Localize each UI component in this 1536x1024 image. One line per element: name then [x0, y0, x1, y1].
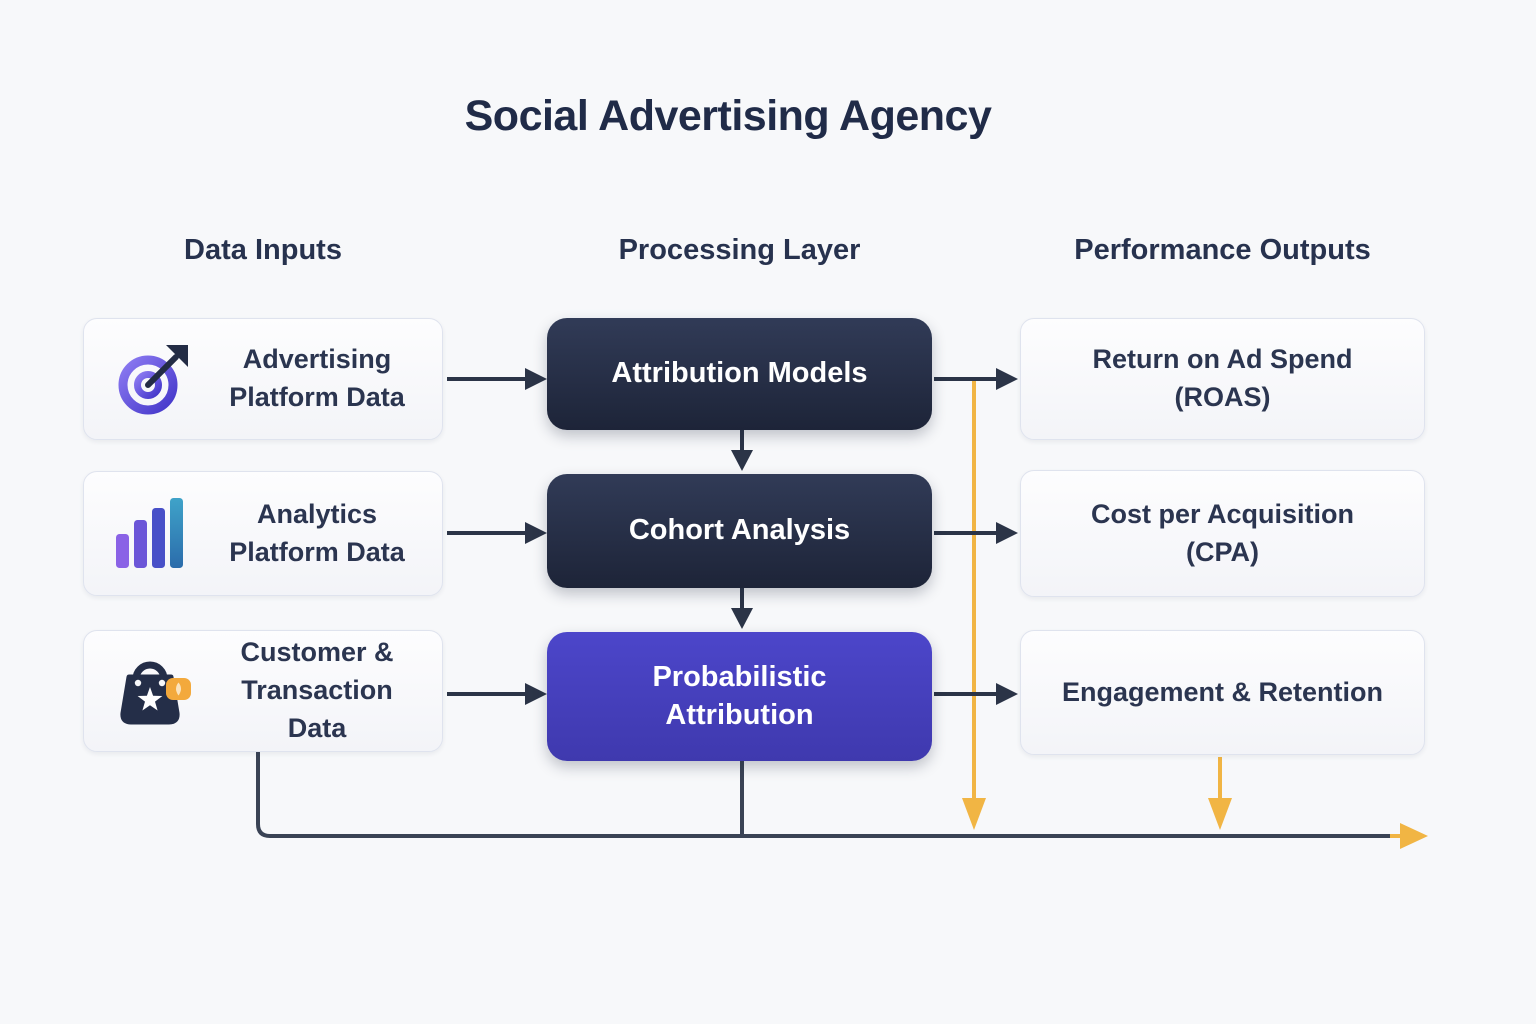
- arrow-advertising-to-attribution: [447, 368, 547, 390]
- feedback-loop-line: [256, 752, 1390, 838]
- node-attribution-models[interactable]: Attribution Models: [547, 318, 932, 430]
- node-label: Return on Ad Spend (ROAS): [1092, 344, 1353, 412]
- node-label: Advertising Platform Data: [229, 344, 405, 412]
- column-header-performance-outputs: Performance Outputs: [1074, 234, 1371, 266]
- column-header-data-inputs: Data Inputs: [184, 234, 342, 266]
- target-icon: [112, 339, 192, 419]
- bar-chart-icon: [112, 494, 192, 574]
- node-advertising-platform-data[interactable]: Advertising Platform Data: [83, 318, 443, 440]
- arrow-cohort-to-probabilistic: [731, 588, 753, 629]
- node-cohort-analysis[interactable]: Cohort Analysis: [547, 474, 932, 588]
- arrow-cohort-to-cpa: [934, 522, 1018, 544]
- node-label: Probabilistic Attribution: [652, 660, 827, 731]
- arrow-attribution-to-cohort: [731, 430, 753, 471]
- yellow-arrowhead-feedback-end: [1388, 823, 1428, 849]
- arrow-customer-to-probabilistic: [447, 683, 547, 705]
- node-label: Attribution Models: [611, 357, 868, 390]
- node-probabilistic-attribution[interactable]: Probabilistic Attribution: [547, 632, 932, 761]
- yellow-drop-line-from-attribution-row: [962, 379, 986, 830]
- shopping-bag-icon: [112, 651, 192, 731]
- arrow-probabilistic-to-engagement: [934, 683, 1018, 705]
- node-label: Cost per Acquisition (CPA): [1090, 498, 1354, 567]
- node-analytics-platform-data[interactable]: Analytics Platform Data: [83, 471, 443, 596]
- node-return-on-ad-spend[interactable]: Return on Ad Spend (ROAS): [1020, 318, 1425, 440]
- page-title: Social Advertising Agency: [464, 92, 992, 140]
- arrow-attribution-to-roas: [934, 368, 1018, 390]
- node-customer-transaction-data[interactable]: Customer & Transaction Data: [83, 630, 443, 752]
- node-label: Cohort Analysis: [628, 514, 851, 547]
- arrow-analytics-to-cohort: [447, 522, 547, 544]
- node-label: Engagement & Retention: [1061, 676, 1384, 707]
- node-cost-per-acquisition[interactable]: Cost per Acquisition (CPA): [1020, 470, 1425, 597]
- node-label: Analytics Platform Data: [229, 498, 405, 567]
- column-header-processing-layer: Processing Layer: [618, 234, 861, 266]
- node-label: Customer & Transaction Data: [240, 637, 394, 743]
- node-engagement-retention[interactable]: Engagement & Retention: [1020, 630, 1425, 755]
- yellow-drop-line-from-engagement: [1208, 757, 1232, 830]
